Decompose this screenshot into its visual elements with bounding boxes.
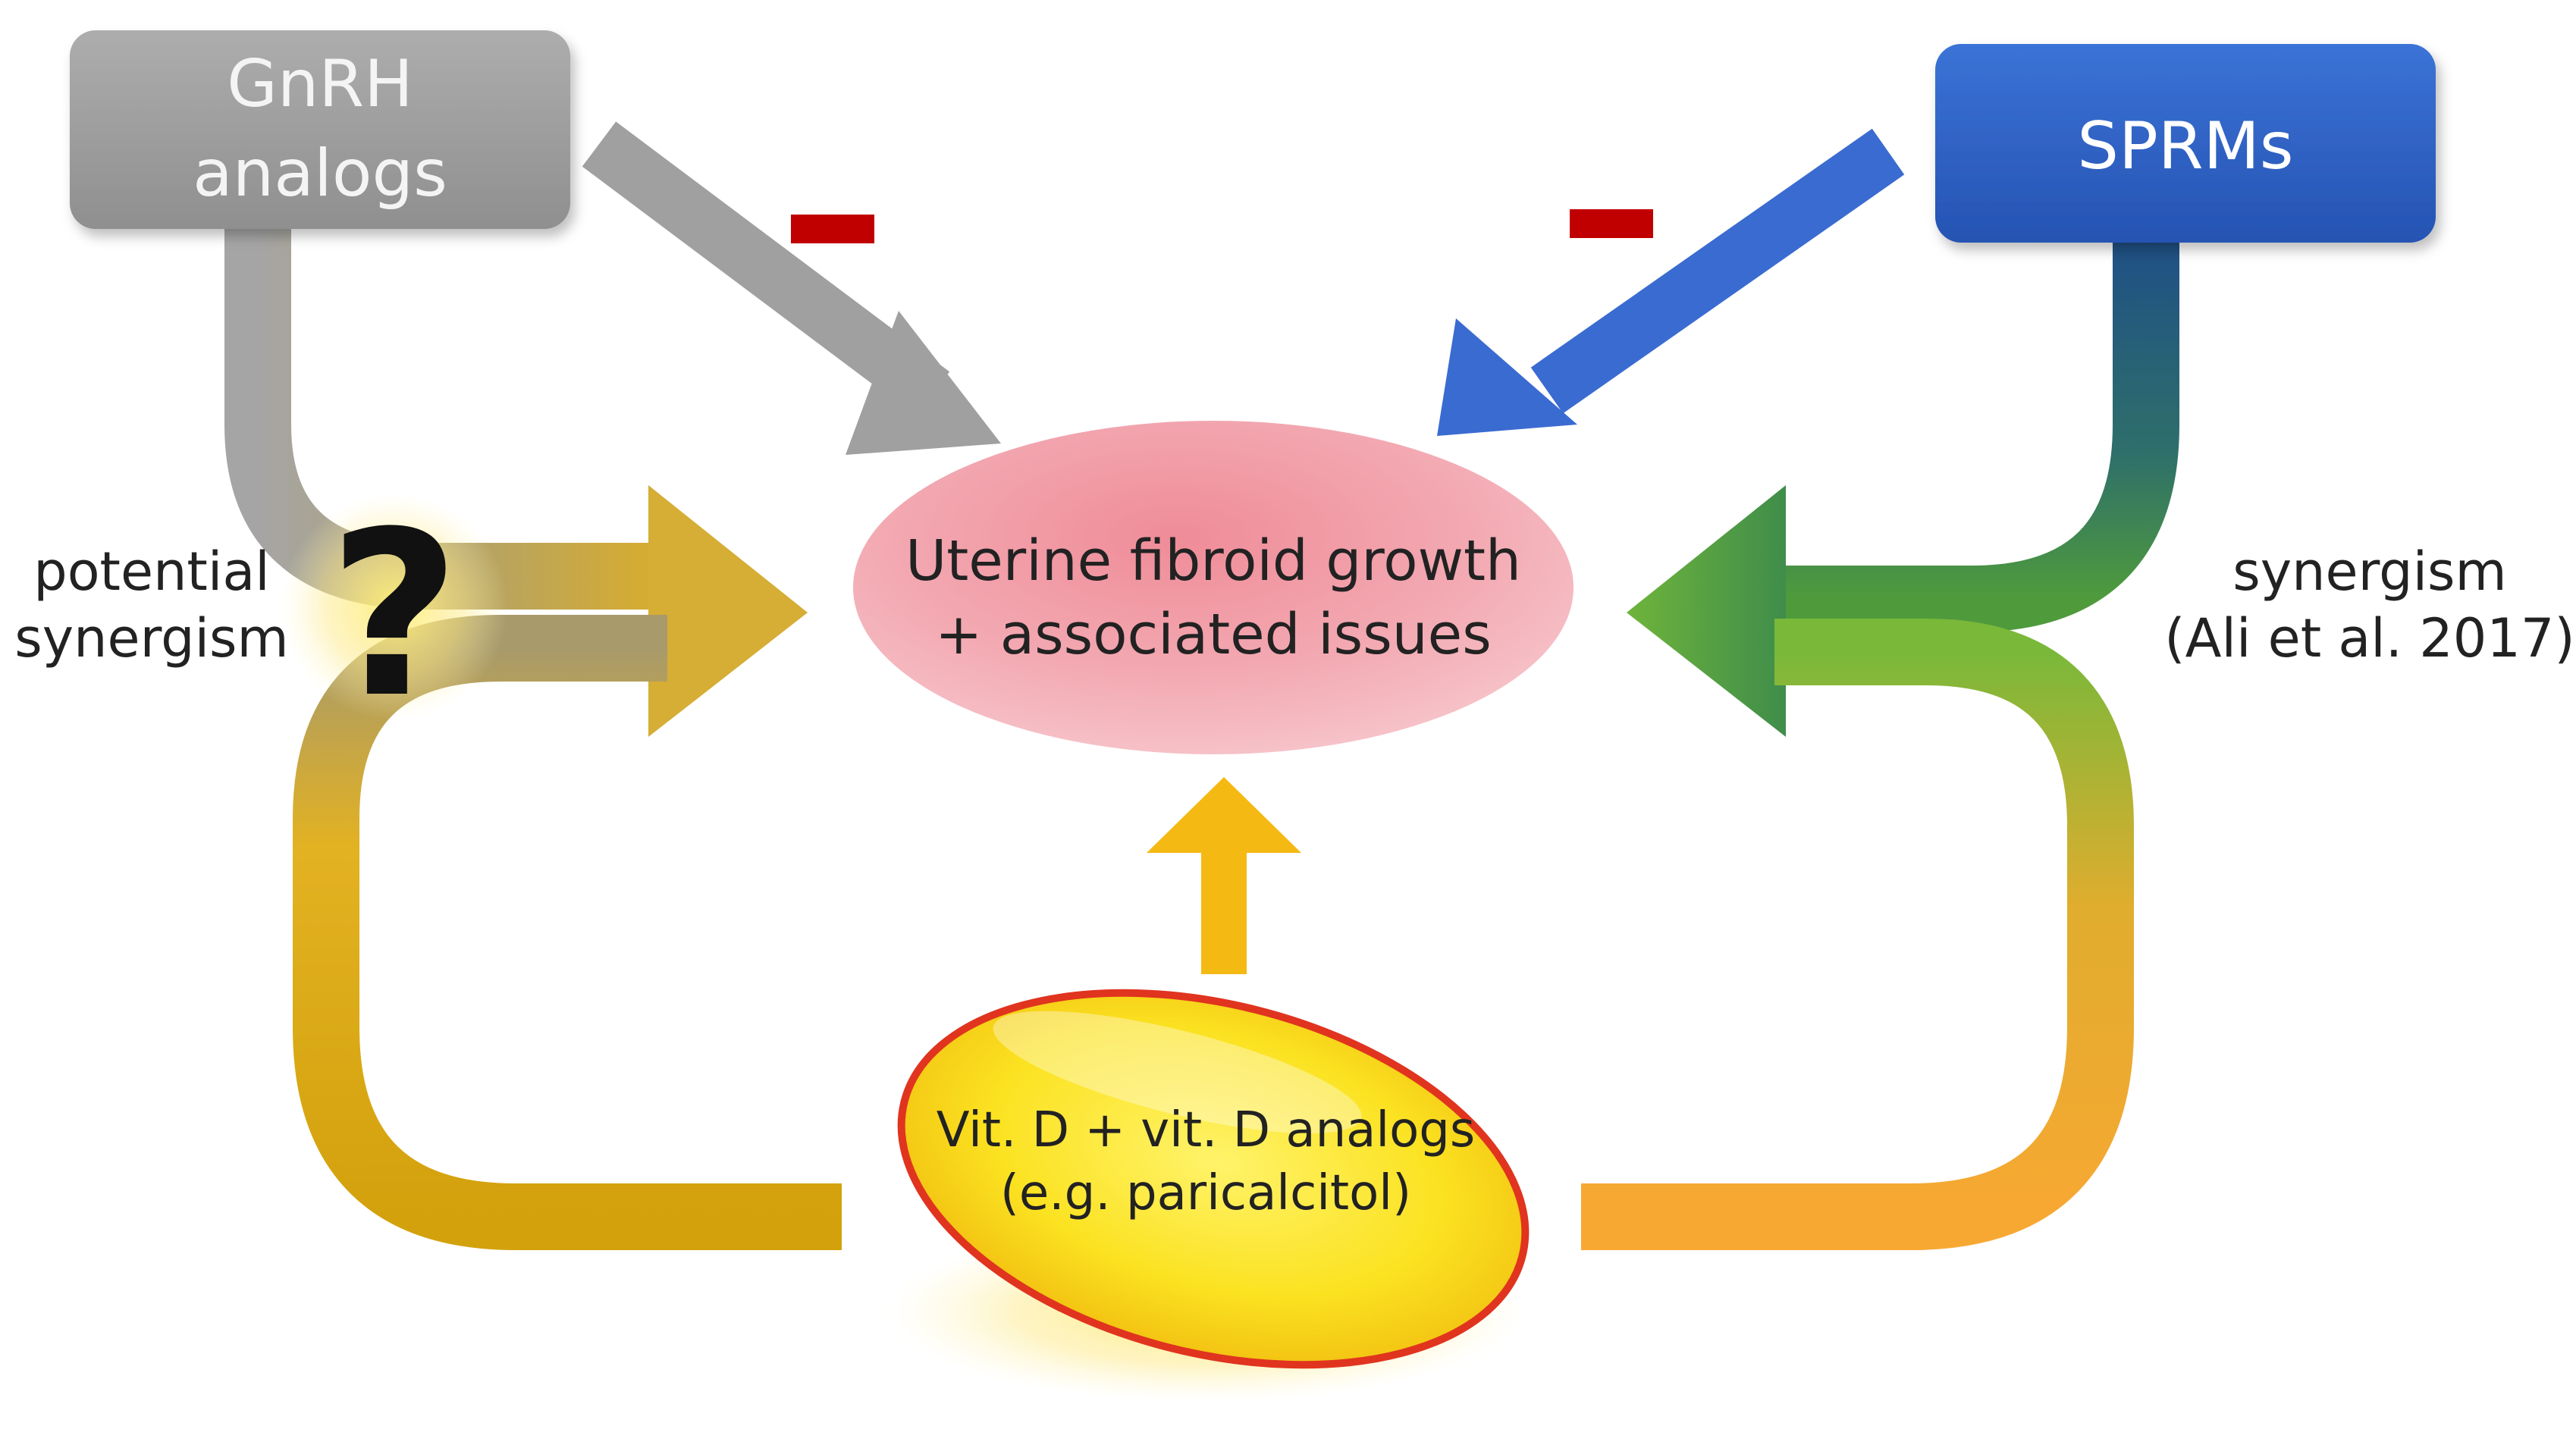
fibroid-label-line2: + associated issues <box>935 602 1492 667</box>
gnrh-minus-sign <box>791 215 874 243</box>
left-label-line1: potential <box>33 541 269 603</box>
left-synergy-arrowhead <box>648 485 808 737</box>
right-label-line1: synergism <box>2232 541 2506 603</box>
question-glow <box>281 493 508 720</box>
vitd-label-line2: (e.g. paricalcitol) <box>1000 1165 1411 1221</box>
gnrh-label-line2: analogs <box>193 136 447 212</box>
sprms-minus-sign <box>1570 209 1653 238</box>
fibroid-ellipse <box>853 421 1574 754</box>
question-mark: ? <box>328 483 460 748</box>
vitd-stimulate-arrow <box>1147 777 1301 974</box>
right-loop-path <box>1581 619 2134 1250</box>
sprms-box <box>1935 44 2436 243</box>
right-label-line2: (Ali et al. 2017) <box>2164 607 2574 669</box>
gnrh-inhibit-arrow <box>582 121 1001 455</box>
gnrh-box <box>70 30 570 229</box>
sprms-inhibit-arrow <box>1437 128 1905 436</box>
fibroid-label-line1: Uterine fibroid growth <box>905 528 1521 594</box>
left-label-line2: synergism <box>14 607 288 669</box>
right-synergy-arrowhead <box>1627 485 1786 737</box>
sprms-label: SPRMs <box>2077 108 2293 184</box>
gnrh-label-line1: GnRH <box>227 46 413 122</box>
vitd-pill <box>897 989 1530 1369</box>
sprms-synergy-path <box>1774 235 2179 632</box>
vitd-label-line1: Vit. D + vit. D analogs <box>937 1102 1476 1158</box>
